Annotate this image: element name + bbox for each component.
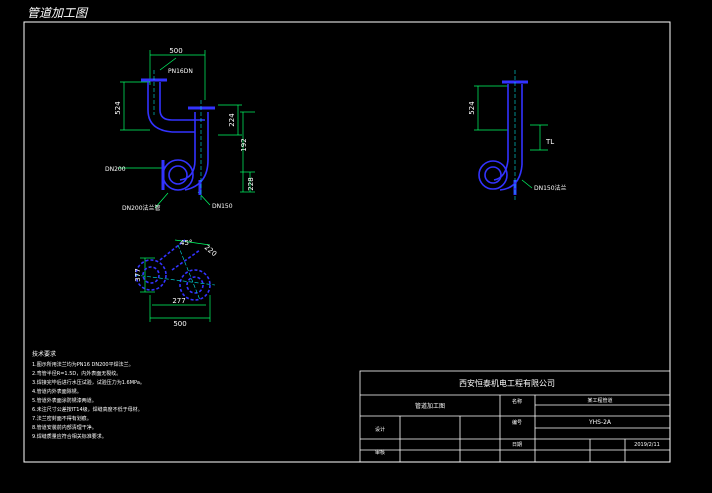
front-view: 500 524 224 192 228 PN16DN DN200 DN200法兰… [105,47,255,212]
note-item: 4.管道内外表面除锈。 [32,388,82,395]
page-title: 管道加工图 [27,6,89,20]
dim-text: 524 [114,101,122,115]
company-name: 西安恒泰机电工程有限公司 [459,378,555,388]
notes-heading: 技术要求 [32,350,56,358]
drawing-code: YHS-2A [588,419,612,426]
leader-label: DN200 [105,166,126,173]
drawing-frame [23,21,671,463]
note-item: 3.焊接完毕后进行水压试验，试验压力为1.6MPa。 [32,379,145,386]
note-item: 5.管道外表面涂防锈漆两道。 [32,397,97,404]
dim-text: 192 [240,138,248,151]
leader-label: DN150法兰 [534,184,567,192]
dim-text: TL [545,138,554,146]
note-item: 9.焊缝质量应符合相关标准要求。 [32,433,107,440]
note-item: 1.图示所用法兰均为PN16 DN200平焊法兰。 [32,361,134,368]
leader-label: PN16DN [168,68,193,75]
title-block: 西安恒泰机电工程有限公司 管道加工图 名称 某工程管道 编号 YHS-2A 设计… [359,370,671,463]
tb-date: 2019/2/11 [634,442,660,448]
note-item: 7.法兰密封面不得有划痕。 [32,415,92,422]
tb-cell: 日期 [512,442,522,448]
tb-cell: 名称 [512,398,522,405]
dim-text: 524 [468,101,476,115]
tb-cell: 某工程管道 [587,397,612,404]
technical-notes: 技术要求 1.图示所用法兰均为PN16 DN200平焊法兰。 2.弯管半径R=1… [32,350,145,440]
dim-text: 224 [228,113,236,127]
plan-view: 45° 220 377 277 500 [134,239,218,328]
tb-cell: 编号 [512,419,522,426]
dim-text: 45° [180,239,192,247]
dim-text: 228 [247,177,255,190]
leader-label: DN150 [212,203,233,210]
tb-cell: 审核 [375,449,385,456]
note-item: 8.管道安装前内部清理干净。 [32,424,97,431]
dim-text: 277 [172,297,185,305]
dim-text: 220 [203,243,218,258]
note-item: 6.未注尺寸公差按IT14级，焊缝高度不低于母材。 [32,406,143,413]
dim-text: 500 [169,47,182,55]
tb-cell: 设计 [375,426,385,433]
dim-text: 500 [173,320,186,328]
tb-cell: 管道加工图 [415,402,445,410]
dim-text: 377 [134,268,142,281]
side-view: 524 TL DN150法兰 [468,70,567,200]
leader-label: DN200法兰管 [122,204,161,212]
note-item: 2.弯管半径R=1.5D，内外表面无裂纹。 [32,370,121,377]
